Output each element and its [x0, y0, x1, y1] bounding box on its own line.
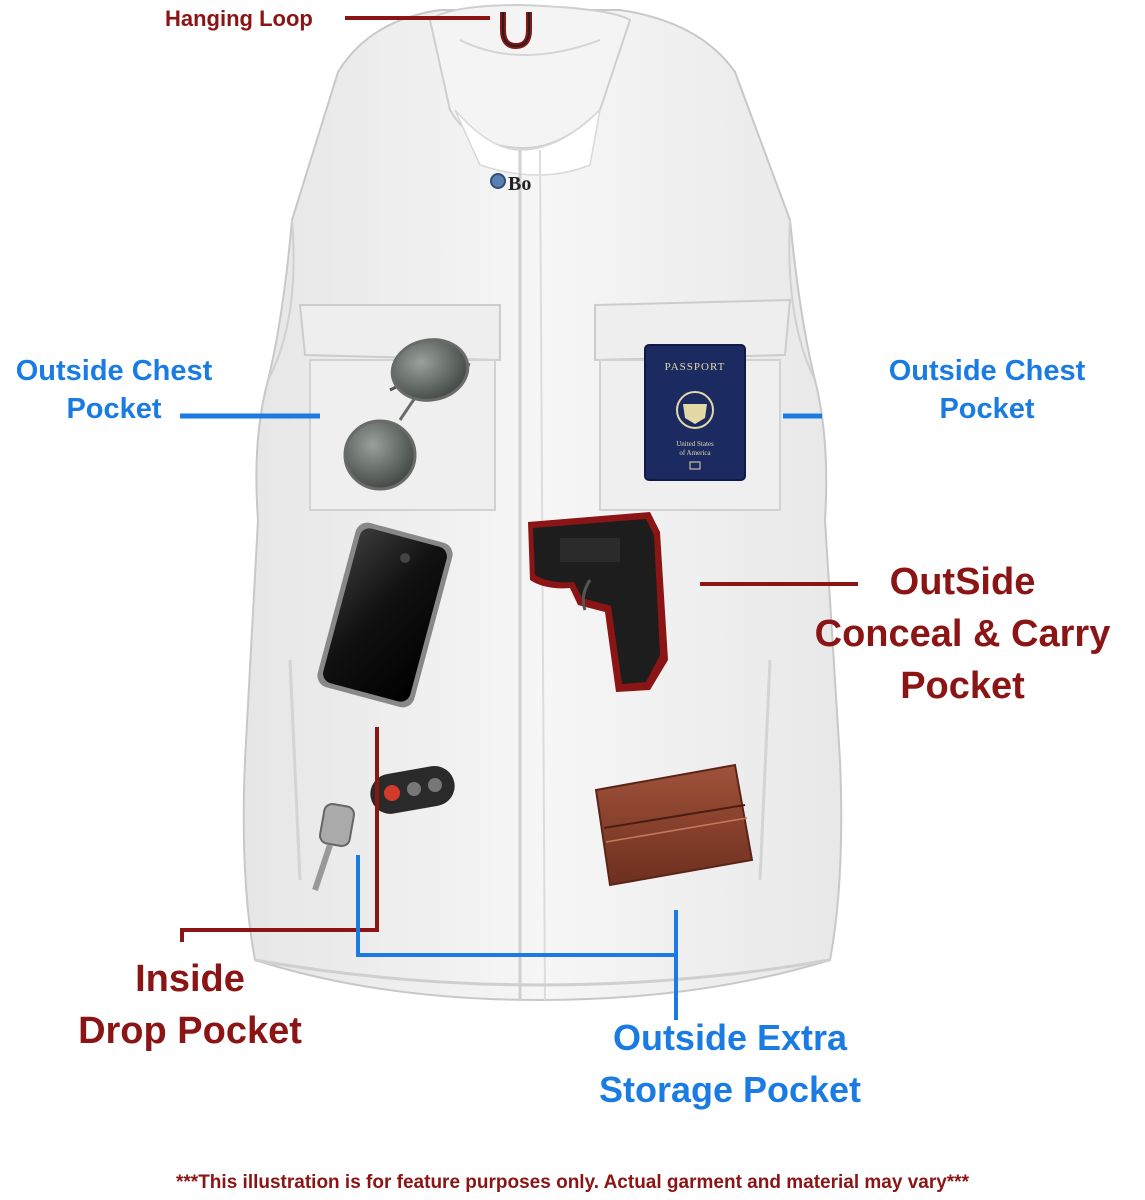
sunglasses-icon: [343, 338, 471, 491]
passport-icon: PASSPORT United States of America: [644, 344, 746, 481]
chest-left-line2: Pocket: [66, 393, 162, 425]
wallet-icon: [594, 763, 754, 887]
chest-right-line1: Outside Chest: [888, 355, 1086, 387]
leader-lines: [180, 16, 858, 1020]
inside-drop-line2: Drop Pocket: [78, 1010, 302, 1052]
car-key-fob-icon: [312, 766, 455, 891]
conceal-carry-pocket-label: OutSide Conceal & Carry Pocket: [780, 563, 1145, 705]
leader-inside-drop: [180, 727, 379, 942]
outside-chest-pocket-left-label: Outside Chest Pocket: [0, 357, 228, 424]
outside-extra-storage-pocket-label: Outside Extra Storage Pocket: [560, 1020, 900, 1108]
inside-drop-pocket-label: Inside Drop Pocket: [40, 960, 340, 1050]
disclaimer-text: ***This illustration is for feature purp…: [176, 1172, 969, 1193]
neck-tag-text: Bo: [508, 173, 531, 195]
conceal-line2: Conceal & Carry: [814, 613, 1111, 655]
vest-icon: [242, 3, 843, 1002]
neck-tag: Bo: [490, 173, 531, 195]
passport-country-line2: of America: [679, 449, 711, 457]
conceal-line1: OutSide: [889, 561, 1036, 603]
chest-right-line2: Pocket: [939, 393, 1035, 425]
smartphone-icon: [317, 522, 453, 708]
leader-extra-storage-h: [356, 855, 676, 957]
extra-storage-line1: Outside Extra: [612, 1017, 848, 1058]
passport-title: PASSPORT: [665, 361, 726, 373]
vest-illustration: Bo PASSPORT United States of America: [180, 3, 858, 1020]
outside-chest-pocket-right-label: Outside Chest Pocket: [873, 357, 1101, 424]
hanging-loop-label: Hanging Loop: [165, 6, 313, 31]
conceal-line3: Pocket: [900, 665, 1025, 707]
passport-country-line1: United States: [676, 440, 714, 448]
inside-drop-line1: Inside: [135, 958, 245, 1000]
chest-left-line1: Outside Chest: [15, 355, 213, 387]
extra-storage-line2: Storage Pocket: [598, 1069, 862, 1110]
pistol-icon: [528, 512, 668, 692]
